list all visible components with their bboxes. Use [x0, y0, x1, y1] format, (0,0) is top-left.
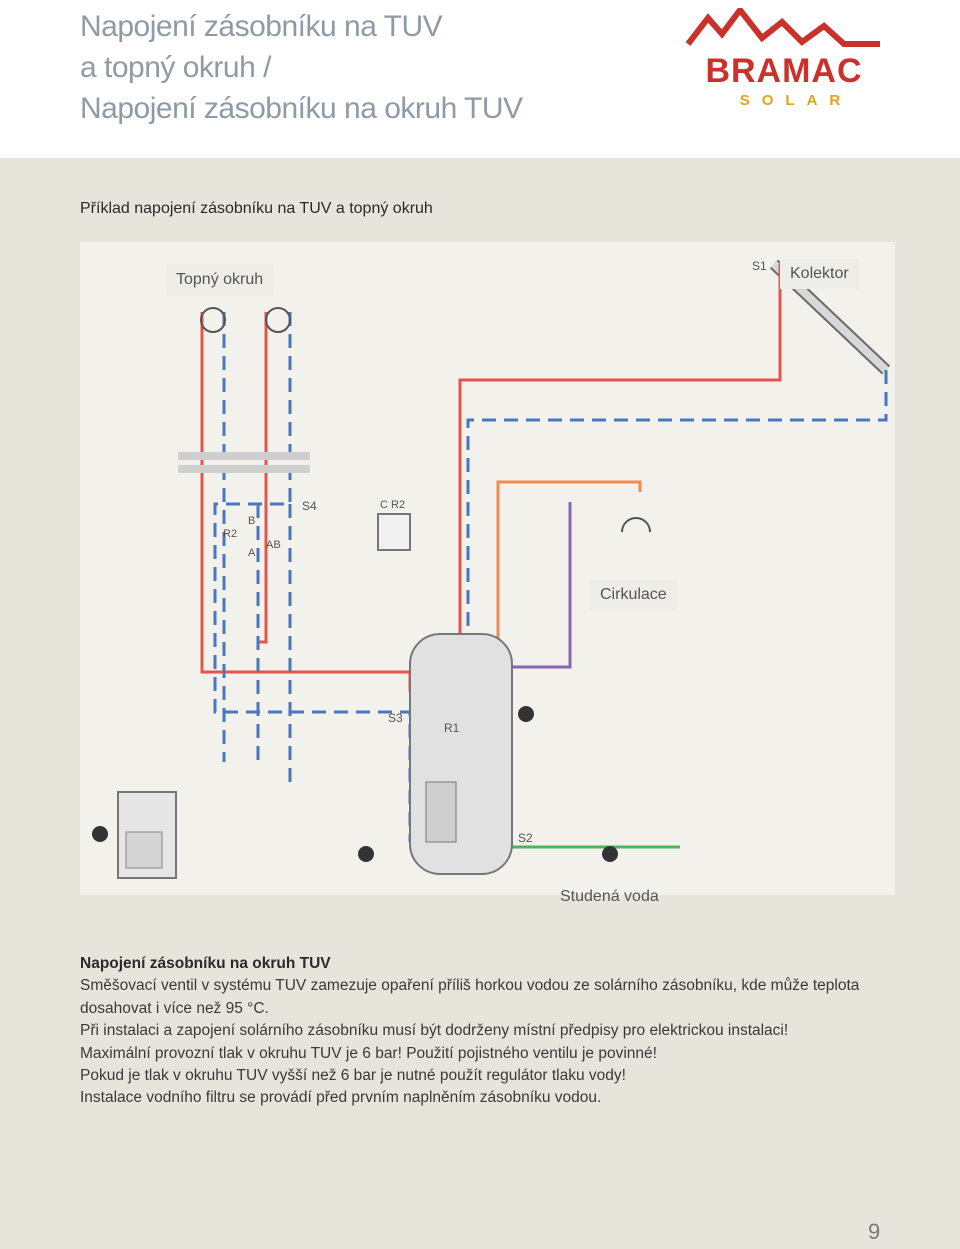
label-port-b: B [248, 515, 255, 527]
body-line-3: Při instalaci a zapojení solárního zásob… [80, 1022, 789, 1040]
label-r1: R1 [444, 721, 460, 735]
body-line-1: Směšovací ventil v systému TUV zamezuje … [80, 977, 860, 995]
label-cold-water: Studená voda [560, 888, 659, 905]
label-s2: S2 [518, 831, 533, 845]
logo-word: BRAMAC [705, 52, 863, 90]
title-line-2: a topný okruh / [80, 51, 271, 84]
logo-mark-icon [685, 5, 880, 47]
body-line-2: dosahovat i více než 95 °C. [80, 999, 269, 1017]
label-port-a: A [248, 547, 256, 559]
page-header: Napojení zásobníku na TUV a topný okruh … [0, 0, 960, 158]
label-s4: S4 [302, 499, 317, 513]
title-line-1: Napojení zásobníku na TUV [80, 10, 443, 43]
title-line-3: Napojení zásobníku na okruh TUV [80, 92, 523, 125]
page-title: Napojení zásobníku na TUV a topný okruh … [80, 6, 523, 129]
label-heating-circuit: Topný okruh [166, 265, 274, 295]
logo-subword: SOLAR [739, 92, 853, 109]
body-line-5: Pokud je tlak v okruhu TUV vyšší než 6 b… [80, 1067, 626, 1085]
label-collector: Kolektor [780, 259, 859, 289]
body-line-6: Instalace vodního filtru se provádí před… [80, 1089, 602, 1107]
body-text: Napojení zásobníku na okruh TUV Směšovac… [80, 953, 900, 1110]
label-s3: S3 [388, 711, 403, 725]
hydraulic-diagram: S1 S2 S3 S4 R1 R2 C R2 B A AB Topný okru… [80, 242, 895, 905]
label-r2: R2 [223, 528, 237, 540]
label-circulation: Cirkulace [590, 580, 677, 610]
label-cr2: C R2 [380, 499, 405, 511]
bramac-solar-logo: BRAMAC SOLAR [684, 5, 884, 109]
label-s1: S1 [752, 259, 767, 273]
section-heading: Příklad napojení zásobníku na TUV a topn… [80, 200, 433, 217]
label-port-ab: AB [266, 539, 281, 551]
body-line-4: Maximální provozní tlak v okruhu TUV je … [80, 1044, 657, 1062]
page-number: 9 [868, 1219, 881, 1244]
body-subheading: Napojení zásobníku na okruh TUV [80, 955, 331, 972]
diagram-drawing: S1 S2 S3 S4 R1 R2 C R2 B A AB [92, 259, 891, 879]
